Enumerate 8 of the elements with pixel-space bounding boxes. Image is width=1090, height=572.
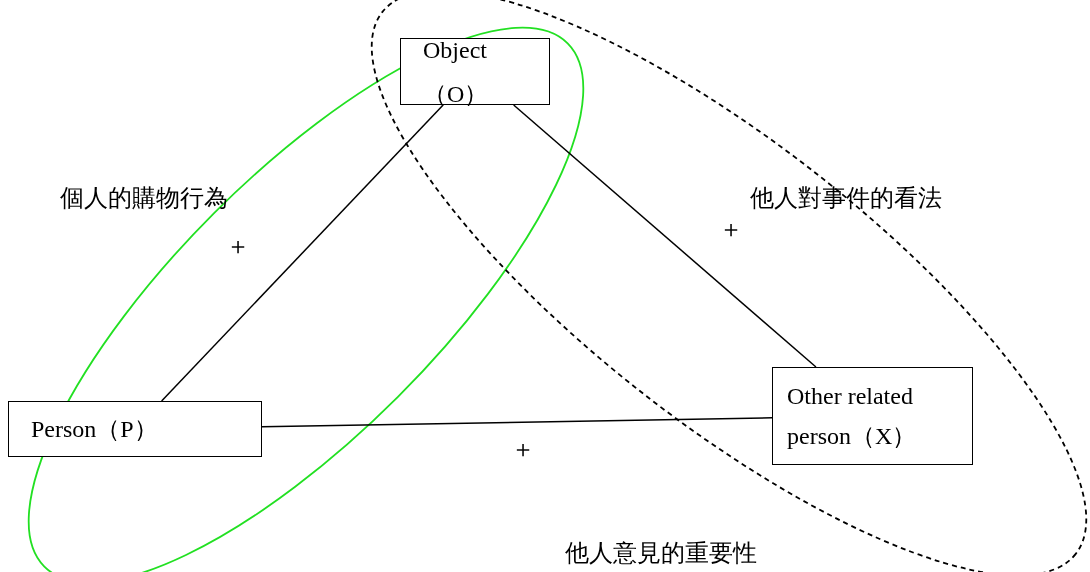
entity-box: Other related person（X） — [772, 367, 973, 465]
entity-box: Person（P） — [8, 401, 262, 457]
connector-line — [261, 417, 773, 428]
relation-label: 個人的購物行為 — [60, 184, 228, 213]
relation-label: 他人意見的重要性 — [565, 539, 757, 568]
connector-line — [512, 104, 817, 368]
connector-line — [160, 104, 444, 402]
relation-label: 他人對事件的看法 — [750, 184, 942, 213]
